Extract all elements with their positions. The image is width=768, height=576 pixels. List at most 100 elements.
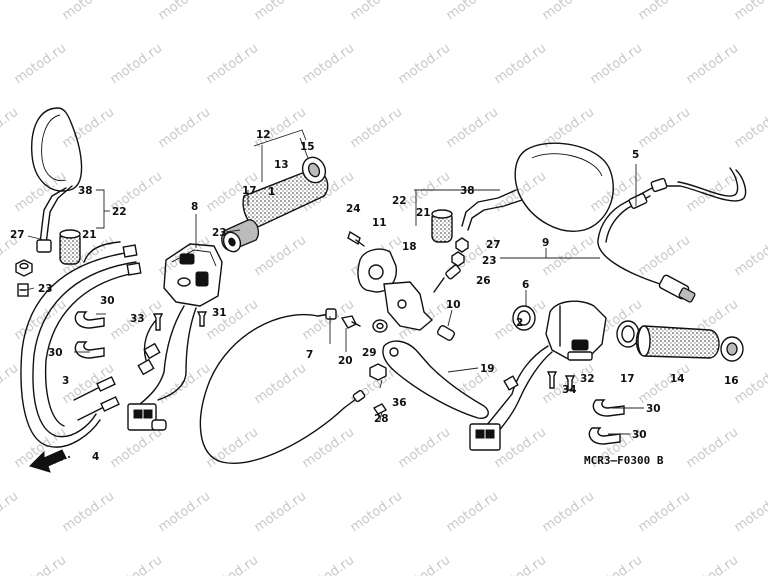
callout-26: 26 — [476, 275, 491, 287]
watermark-text: motod.ru — [60, 105, 117, 151]
watermark-text: motod.ru — [204, 553, 261, 576]
callout-12: 12 — [256, 129, 271, 141]
clutch-cable — [199, 308, 366, 464]
callout-38-left: 38 — [78, 185, 93, 197]
watermark-text: motod.ru — [252, 233, 309, 279]
callout-31: 31 — [212, 307, 227, 319]
callout-5: 5 — [632, 149, 639, 161]
callout-30-upper-right: 30 — [646, 403, 661, 415]
watermark-text: motod.ru — [252, 0, 309, 23]
callout-18: 18 — [402, 241, 417, 253]
callout-21-left: 21 — [82, 229, 97, 241]
watermark-text: motod.ru — [60, 489, 117, 535]
svg-text:FR.: FR. — [51, 450, 72, 467]
watermark-text: motod.ru — [492, 553, 549, 576]
watermark-text: motod.ru — [0, 105, 21, 151]
watermark-text: motod.ru — [444, 489, 501, 535]
callout-11: 11 — [372, 217, 387, 229]
watermark-text: motod.ru — [396, 425, 453, 471]
watermark-text: motod.ru — [252, 361, 309, 407]
watermark-text: motod.ru — [0, 0, 21, 23]
callout-6: 6 — [522, 279, 529, 291]
watermark-text: motod.ru — [108, 425, 165, 471]
watermark-text: motod.ru — [348, 105, 405, 151]
watermark-text: motod.ru — [636, 233, 693, 279]
callout-21-right: 21 — [416, 207, 431, 219]
watermark-text: motod.ru — [60, 0, 117, 23]
watermark-text: motod.ru — [732, 0, 768, 23]
callout-24: 24 — [346, 203, 361, 215]
diagram-code: MCR3—F0300 B — [584, 454, 664, 467]
callout-22-left: 22 — [112, 206, 127, 218]
callout-17-right: 17 — [620, 373, 635, 385]
callout-28: 28 — [374, 413, 389, 425]
watermark-text: motod.ru — [348, 489, 405, 535]
watermark-text: motod.ru — [396, 41, 453, 87]
watermark-text: motod.ru — [540, 0, 597, 23]
callout-30-upper-left: 30 — [100, 295, 115, 307]
callout-34: 34 — [562, 384, 577, 396]
left-grip — [221, 156, 329, 253]
callout-30-lower-left: 30 — [48, 347, 63, 359]
watermark-text: motod.ru — [396, 553, 453, 576]
callout-33: 33 — [130, 313, 145, 325]
right-mirror — [431, 142, 614, 293]
callout-17-left: 17 — [242, 185, 257, 197]
callout-20: 20 — [338, 355, 353, 367]
watermark-text: motod.ru — [300, 553, 357, 576]
callout-9: 9 — [542, 237, 549, 249]
throttle-cable — [597, 167, 747, 303]
callout-7: 7 — [306, 349, 313, 361]
watermark-text: motod.ru — [156, 0, 213, 23]
callout-4: 4 — [92, 451, 99, 463]
watermark-text: motod.ru — [588, 41, 645, 87]
watermark-text: motod.ru — [492, 41, 549, 87]
callout-13: 13 — [274, 159, 289, 171]
callout-22-right: 22 — [392, 195, 407, 207]
callout-8: 8 — [191, 201, 198, 213]
watermark-text: motod.ru — [108, 41, 165, 87]
callout-15: 15 — [300, 141, 315, 153]
watermark-text: motod.ru — [300, 41, 357, 87]
callout-3: 3 — [62, 375, 69, 387]
callout-1: 1 — [268, 186, 275, 198]
watermark-text: motod.ru — [732, 105, 768, 151]
callout-36: 36 — [392, 397, 407, 409]
watermark-text: motod.ru — [156, 489, 213, 535]
right-switch-housing — [469, 300, 625, 451]
watermark-text: motod.ru — [12, 169, 69, 215]
callout-23-left: 23 — [38, 283, 53, 295]
watermark-text: motod.ru — [204, 425, 261, 471]
watermark-text: motod.ru — [300, 425, 357, 471]
watermark-text: motod.ru — [12, 41, 69, 87]
callout-labels: 1 2 3 4 5 6 7 8 9 10 11 12 13 14 15 16 1… — [10, 129, 739, 463]
left-cables — [20, 241, 142, 448]
watermark-text: motod.ru — [444, 105, 501, 151]
watermark-text: motod.ru — [732, 233, 768, 279]
callout-23-right: 23 — [482, 255, 497, 267]
watermark-text: motod.ru — [204, 41, 261, 87]
watermark-text: motod.ru — [636, 105, 693, 151]
watermark-text: motod.ru — [588, 553, 645, 576]
callout-27-left: 27 — [10, 229, 25, 241]
watermark-text: motod.ru — [0, 361, 21, 407]
callout-30-lower-right: 30 — [632, 429, 647, 441]
watermark-text: motod.ru — [636, 489, 693, 535]
watermark-text: motod.ru — [636, 0, 693, 23]
watermark-text: motod.ru — [684, 553, 741, 576]
left-mirror — [15, 107, 83, 297]
left-switch-housing — [127, 243, 223, 431]
watermark-text: motod.ru — [540, 489, 597, 535]
watermark-text: motod.ru — [684, 41, 741, 87]
callout-14: 14 — [670, 373, 685, 385]
callout-16: 16 — [724, 375, 739, 387]
right-grip — [616, 320, 744, 362]
watermark-text: motod.ru — [12, 553, 69, 576]
callout-27-right: 27 — [486, 239, 501, 251]
callout-2: 2 — [516, 317, 523, 329]
callout-29: 29 — [362, 347, 377, 359]
watermark-text: motod.ru — [732, 489, 768, 535]
watermark-text: motod.ru — [156, 105, 213, 151]
callout-38-right: 38 — [460, 185, 475, 197]
